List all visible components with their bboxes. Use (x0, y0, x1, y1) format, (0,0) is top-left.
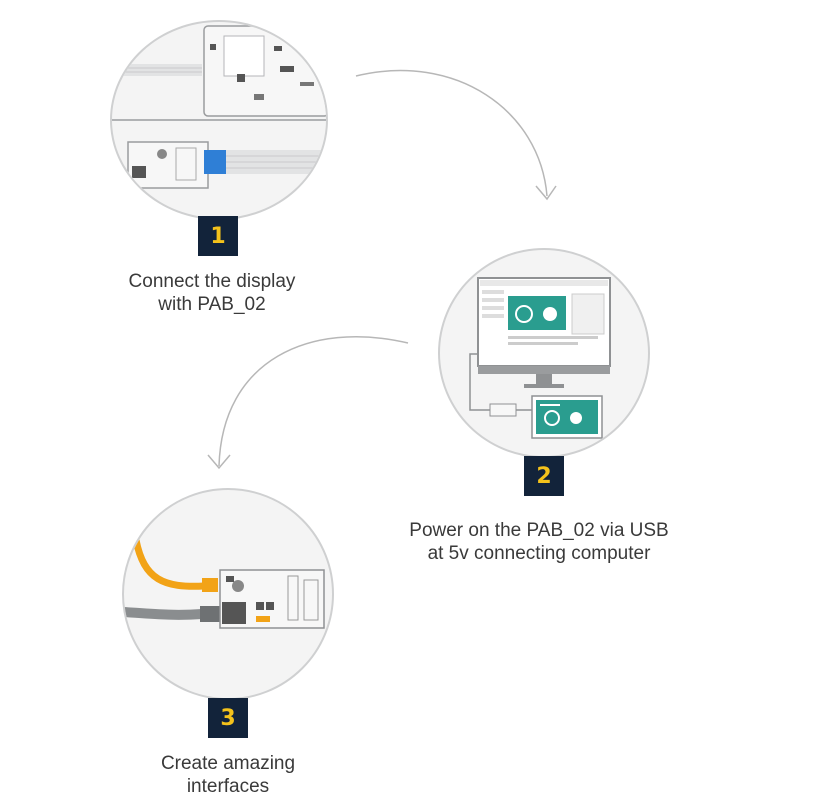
arrow-step1-to-step2 (355, 69, 548, 197)
step-3-caption: Create amazing interfaces (130, 752, 326, 798)
step-2-caption: Power on the PAB_02 via USB at 5v connec… (390, 519, 688, 565)
step-2-caption-line-2: at 5v connecting computer (427, 543, 651, 564)
step-1-caption: Connect the display with PAB_02 (104, 270, 320, 316)
step-3-badge: 3 (208, 698, 248, 738)
step-3-illustration (122, 488, 334, 700)
step-2-caption-line-1: Power on the PAB_02 via USB (409, 520, 669, 541)
arrow-step2-to-step3 (218, 336, 409, 467)
step-1-badge: 1 (198, 216, 238, 256)
step-1-illustration (110, 20, 328, 220)
arrow-head-1 (535, 185, 557, 201)
step-3-caption-line-2: interfaces (186, 776, 270, 797)
step-1-caption-line-1: Connect the display (128, 271, 296, 292)
step-1-caption-line-2: with PAB_02 (158, 294, 266, 315)
step-2-illustration (438, 248, 650, 458)
step-2-badge: 2 (524, 456, 564, 496)
step-3-caption-line-1: Create amazing (160, 753, 296, 774)
arrow-head-2 (207, 454, 231, 470)
